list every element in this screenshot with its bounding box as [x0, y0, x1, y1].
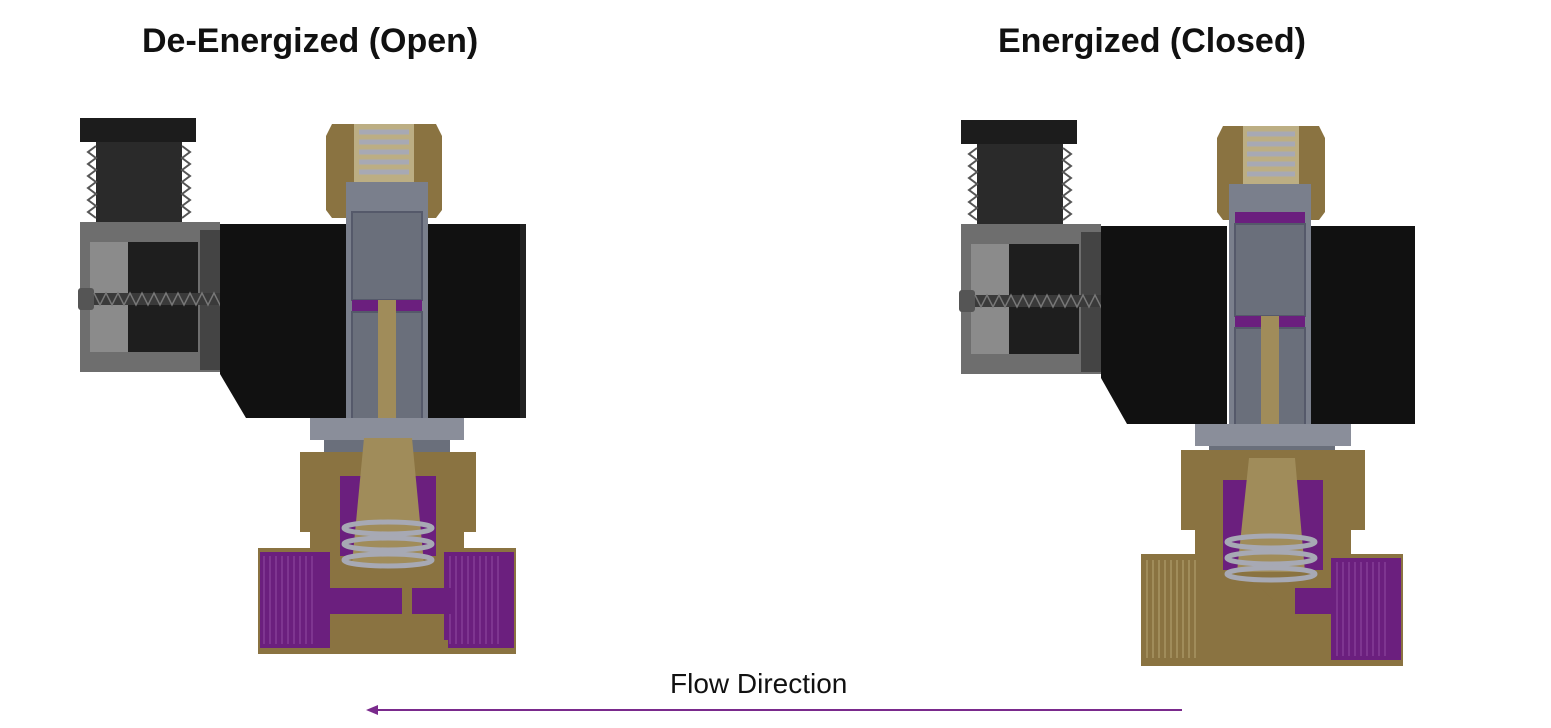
connector-plug	[80, 118, 220, 372]
valve-body	[1141, 450, 1403, 666]
solenoid-coil	[1101, 226, 1415, 424]
flow-direction-arrow	[366, 705, 1182, 715]
solenoid-coil	[220, 224, 526, 418]
valve-body	[258, 438, 516, 654]
plunger-tube	[346, 182, 428, 450]
screw	[959, 290, 1130, 312]
flow-direction-label: Flow Direction	[670, 668, 848, 699]
screw	[78, 288, 249, 310]
solenoid-valve-open-cutaway	[78, 118, 526, 654]
closed-state-title: Energized (Closed)	[998, 22, 1306, 60]
connector-plug	[961, 120, 1101, 374]
plunger-tube	[1229, 184, 1311, 466]
open-state-title: De-Energized (Open)	[142, 22, 479, 60]
solenoid-valve-closed-cutaway	[959, 120, 1415, 666]
